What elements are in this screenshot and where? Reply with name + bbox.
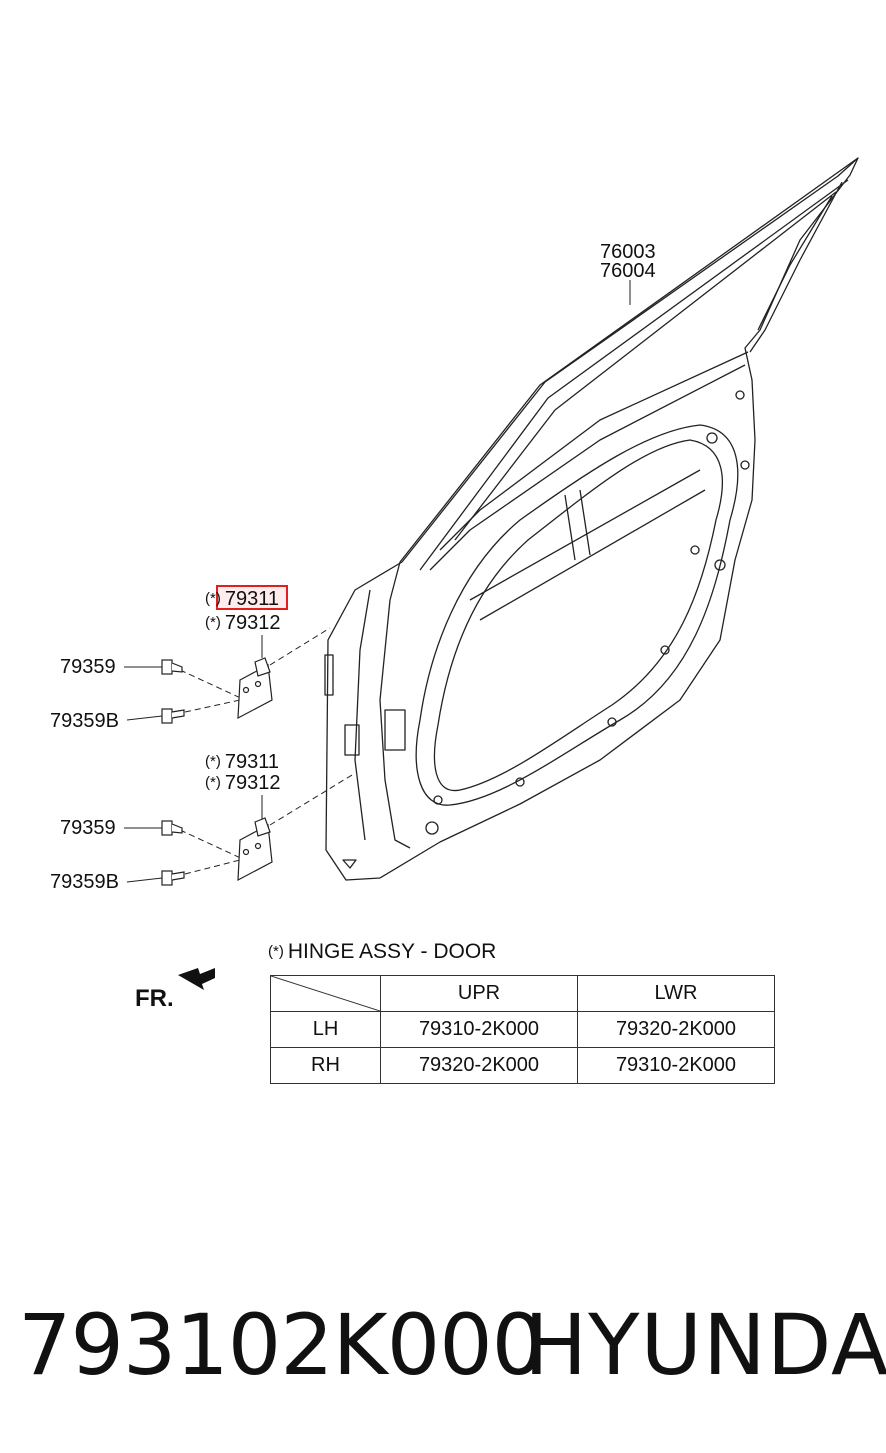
- door-outer-outline: [325, 157, 859, 881]
- table-cell-lwr[interactable]: 79320-2K000: [577, 1011, 775, 1048]
- inner-opening: [415, 424, 739, 806]
- table-header-upr: UPR: [380, 975, 578, 1012]
- window-frame-inner-1: [419, 179, 849, 571]
- inner-opening-2: [433, 439, 723, 792]
- window-frame-inner-2: [454, 191, 837, 541]
- callout-number: 79312: [224, 612, 281, 634]
- brand-name: HYUNDAI: [524, 1296, 886, 1394]
- table-corner-cell: [270, 975, 381, 1012]
- callout-76003[interactable]: 76003: [600, 241, 656, 263]
- bolt-lower-b: [161, 870, 185, 886]
- table-header-row: UPR LWR: [270, 975, 775, 1012]
- corner-diagonal: [271, 976, 380, 1011]
- callout-lower-79311[interactable]: (*)79311: [205, 751, 279, 773]
- callout-number: 79311: [224, 751, 279, 773]
- callout-lower-79359B[interactable]: 79359B: [50, 871, 119, 893]
- hinge-note-text: HINGE ASSY - DOOR: [287, 940, 497, 963]
- hinge-note: (*)HINGE ASSY - DOOR: [268, 940, 496, 964]
- asterisk-marker: (*): [205, 753, 221, 770]
- callout-lower-79312[interactable]: (*)79312: [205, 772, 280, 794]
- asterisk-marker: (*): [205, 774, 221, 791]
- table-cell-side: LH: [270, 1011, 381, 1048]
- window-frame-outer: [399, 157, 859, 563]
- window-rear-pillar: [749, 181, 843, 353]
- callout-upper-79311[interactable]: (*)79311: [205, 588, 279, 610]
- asterisk-marker: (*): [205, 614, 221, 631]
- reinforcement-bar: [469, 469, 706, 621]
- callout-76004[interactable]: 76004: [600, 260, 656, 282]
- table-row: LH 79310-2K000 79320-2K000: [270, 1011, 775, 1048]
- front-edge-2: [354, 589, 371, 841]
- window-rear-pillar-2: [757, 195, 833, 331]
- front-indicator: FR.: [135, 985, 174, 1012]
- asterisk-marker: (*): [268, 943, 284, 960]
- front-arrow-icon: [178, 968, 215, 990]
- hinge-table: UPR LWR LH 79310-2K000 79320-2K000 RH 79…: [270, 975, 775, 1084]
- belt-line-2: [429, 364, 746, 571]
- callout-upper-79359[interactable]: 79359: [60, 656, 116, 678]
- table-cell-lwr[interactable]: 79310-2K000: [577, 1047, 775, 1084]
- bolt-lower-a: [161, 820, 183, 836]
- highlight-box: [216, 585, 288, 610]
- table-cell-side: RH: [270, 1047, 381, 1084]
- lower-hinge: [237, 817, 273, 882]
- belt-line: [439, 351, 749, 551]
- front-edge: [379, 561, 411, 849]
- callout-number: 79311: [224, 588, 279, 610]
- upper-hinge: [237, 657, 273, 720]
- bolt-upper-b: [161, 708, 185, 724]
- table-cell-upr[interactable]: 79310-2K000: [380, 1011, 578, 1048]
- callout-number: 79312: [224, 772, 281, 794]
- part-number: 793102K000: [18, 1296, 545, 1394]
- callout-upper-79312[interactable]: (*)79312: [205, 612, 280, 634]
- asterisk-marker: (*): [205, 590, 221, 607]
- vertical-brace: [564, 489, 591, 561]
- bolt-upper-a: [161, 659, 183, 675]
- callout-upper-79359B[interactable]: 79359B: [50, 710, 119, 732]
- table-cell-upr[interactable]: 79320-2K000: [380, 1047, 578, 1084]
- table-header-lwr: LWR: [577, 975, 775, 1012]
- table-row: RH 79320-2K000 79310-2K000: [270, 1047, 775, 1084]
- callout-lower-79359[interactable]: 79359: [60, 817, 116, 839]
